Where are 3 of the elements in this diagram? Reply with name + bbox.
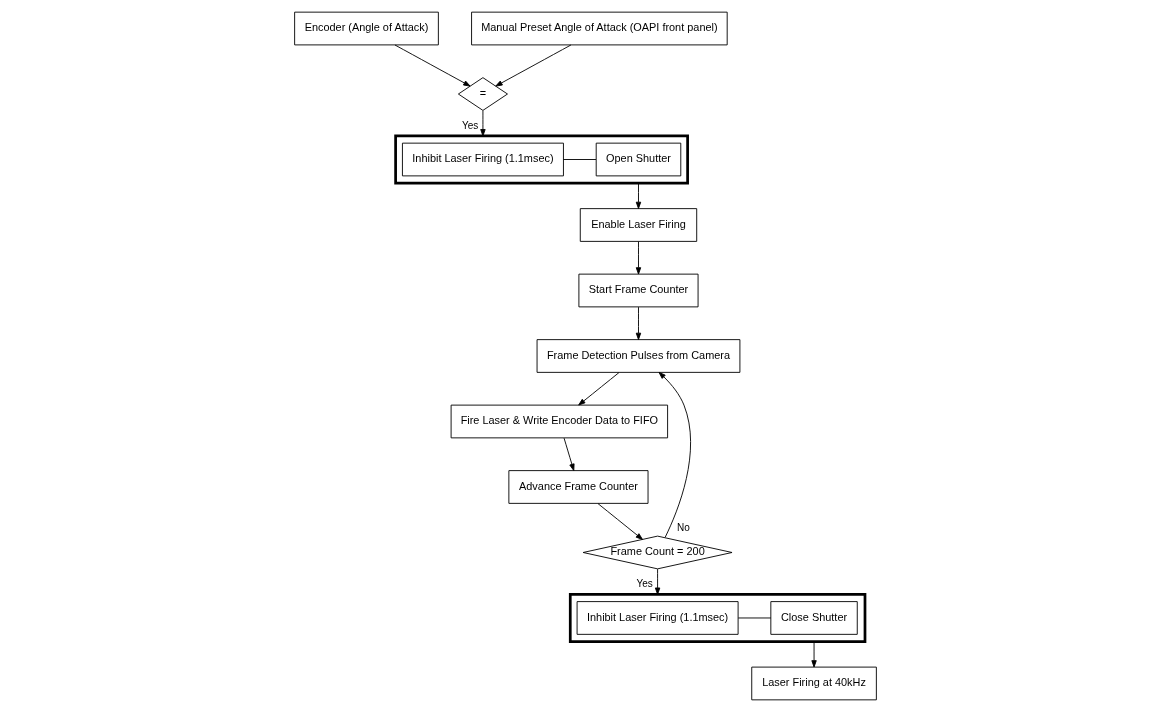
edge-label: Yes [461,119,479,131]
edge-label: Yes [636,578,653,590]
edge-label: No [676,522,690,534]
